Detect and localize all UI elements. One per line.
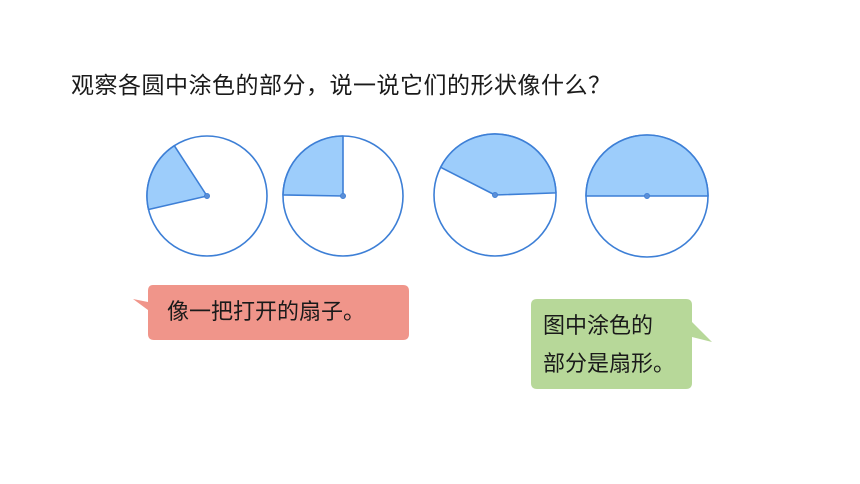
center-dot [644, 192, 651, 199]
circle-3 [433, 133, 557, 257]
sector-large [439, 133, 557, 196]
center-dot [491, 191, 498, 198]
bubble-text-lines: 图中涂色的 部分是扇形。 [543, 308, 675, 384]
circle-1 [146, 135, 268, 257]
center-dot [339, 192, 346, 199]
question-text: 观察各圆中涂色的部分，说一说它们的形状像什么？ [71, 73, 612, 99]
speech-bubble-sector: 图中涂色的 部分是扇形。 [529, 299, 719, 393]
circle-2 [282, 135, 404, 257]
sector-small [146, 144, 208, 211]
bubble-text-line-1: 图中涂色的 [543, 314, 654, 339]
bubble-text-line-2: 部分是扇形。 [543, 352, 676, 377]
sector-quarter [282, 135, 344, 197]
speech-bubble-shape [133, 285, 409, 340]
circle-diagrams [146, 133, 709, 258]
bubble-text-line-1: 像一把打开的扇子。 [167, 300, 366, 325]
speech-bubble-shape [531, 299, 712, 389]
circle-4 [585, 134, 709, 258]
center-dot [203, 192, 210, 199]
sector-half [585, 134, 709, 197]
speech-bubble-fan: 像一把打开的扇子。 [133, 285, 413, 341]
